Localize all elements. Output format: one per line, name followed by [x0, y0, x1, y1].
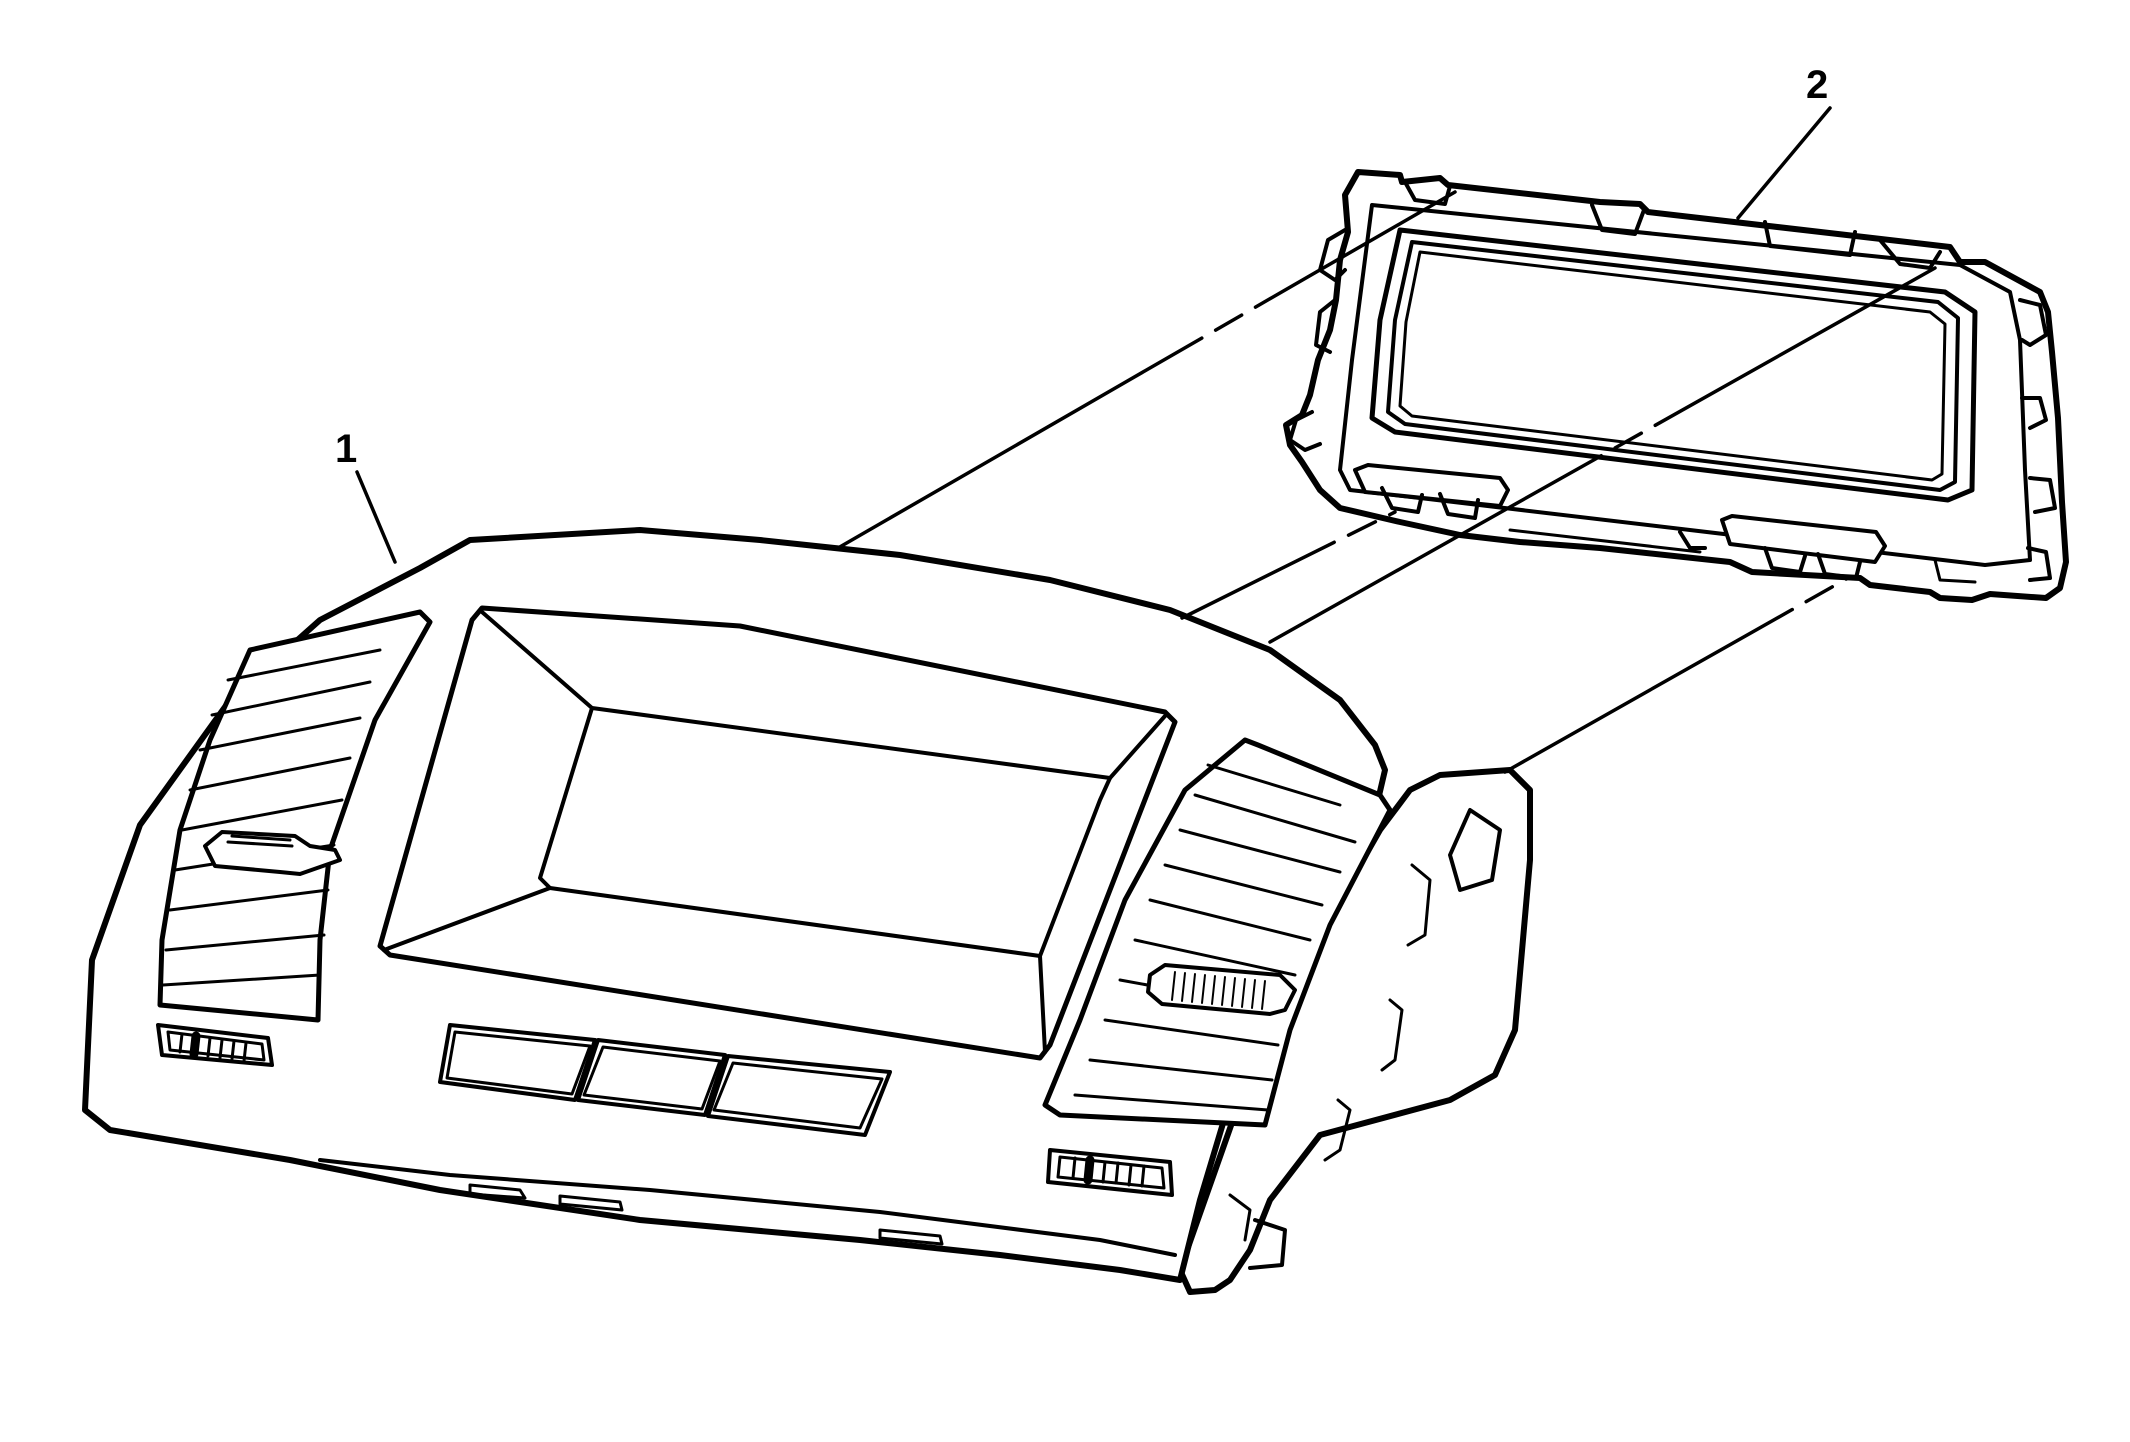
display-unit-screen — [1386, 240, 1960, 492]
right-air-vent — [1042, 737, 1393, 1128]
callouts: 1 2 — [335, 63, 1832, 564]
right-thumbwheel — [1046, 1148, 1174, 1197]
callout-1-leader — [355, 470, 397, 564]
display-unit — [1283, 169, 2069, 603]
display-opening — [377, 605, 1178, 1061]
alignment-line-4 — [1503, 576, 1850, 774]
callout-1-label: 1 — [335, 427, 357, 471]
alignment-lines — [836, 190, 1937, 774]
button-center — [576, 1038, 727, 1117]
instrument-panel-trim — [82, 527, 1533, 1295]
alignment-line-3 — [1180, 510, 1397, 620]
left-thumbwheel — [156, 1023, 274, 1067]
callout-2-label: 2 — [1806, 63, 1828, 107]
callout-2-leader — [1736, 106, 1832, 220]
button-row — [438, 1023, 892, 1137]
left-air-vent — [157, 609, 433, 1023]
display-unit-screen-frame — [1369, 227, 1978, 503]
alignment-line-1 — [836, 190, 1457, 550]
alignment-line-2 — [1268, 266, 1937, 644]
display-unit-bezel — [1338, 203, 2032, 567]
